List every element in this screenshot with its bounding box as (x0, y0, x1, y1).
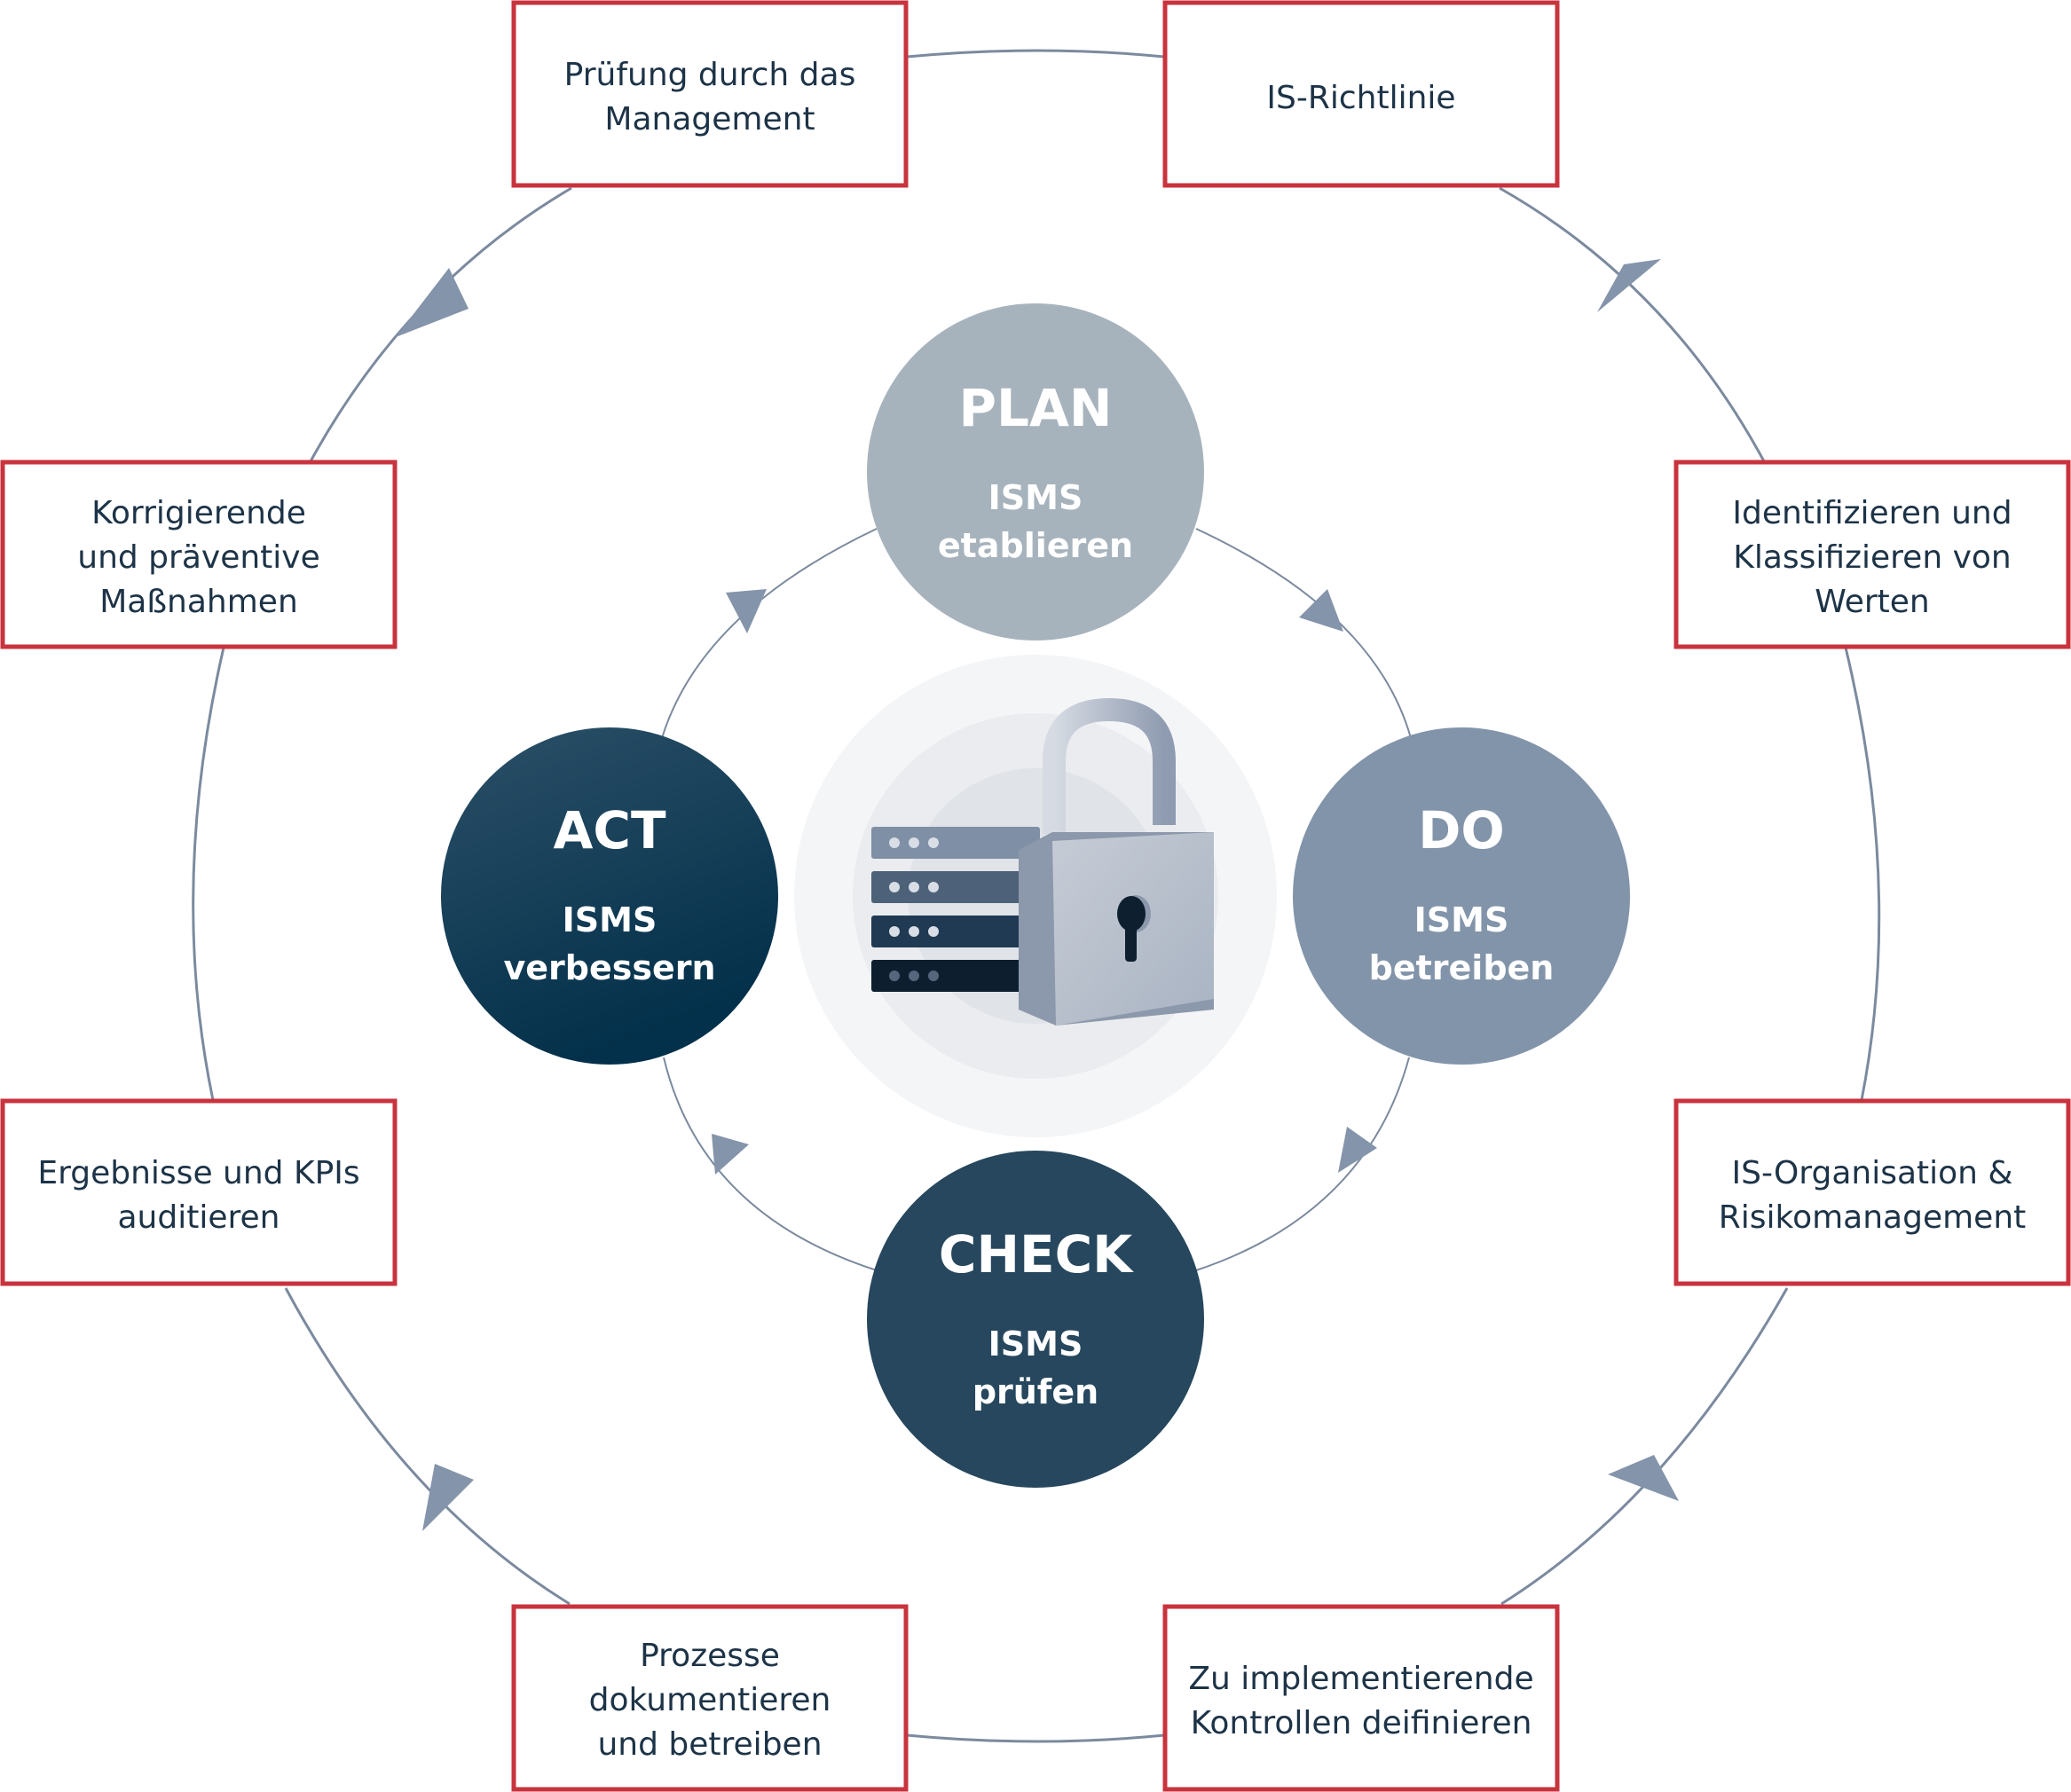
step-is-richtlinie-line1: IS-Richtlinie (1266, 80, 1455, 116)
phase-check-title: CHECK (939, 1224, 1134, 1285)
step-auditieren-line1: Ergebnisse und KPIs (37, 1155, 359, 1191)
server-lock-icon (794, 655, 1277, 1137)
phase-check: CHECK ISMS prüfen (867, 1151, 1204, 1488)
phase-plan-line1: ISMS (988, 478, 1083, 517)
inner-arc-check-act (663, 1057, 878, 1271)
inner-arc-plan-do (1195, 528, 1412, 739)
step-massnahmen-line1: Korrigierende (91, 495, 306, 531)
inner-arrow-act-plan (726, 589, 767, 633)
step-massnahmen-line3: Maßnahmen (99, 584, 298, 620)
step-pruefung: Prüfung durch das Management (511, 0, 909, 188)
phase-do-line2: betreiben (1369, 948, 1555, 987)
outer-arrow-2 (1608, 1455, 1679, 1501)
step-werte-line2: Klassifizieren von (1733, 539, 2011, 576)
phase-act: ACT ISMS verbessern (441, 727, 778, 1065)
phase-check-line1: ISMS (988, 1324, 1083, 1364)
phase-plan-line2: etablieren (938, 526, 1133, 565)
step-werte-line3: Werten (1815, 584, 1930, 620)
outer-arc-richtlinie-werte (1499, 186, 1766, 462)
padlock (1019, 697, 1214, 1026)
step-pruefung-line1: Prüfung durch das (564, 57, 856, 93)
phase-act-title: ACT (553, 800, 665, 861)
outer-arc-organisation-kontrollen (1500, 1287, 1789, 1606)
inner-arrow-do-check (1338, 1127, 1377, 1173)
step-kontrollen-line2: Kontrollen deifinieren (1191, 1705, 1532, 1741)
phase-do-title: DO (1418, 800, 1504, 861)
step-kontrollen: Zu implementierende Kontrollen deifinier… (1162, 1604, 1560, 1792)
phase-act-line2: verbessern (503, 948, 715, 987)
step-prozesse-line2: dokumentieren (589, 1682, 831, 1718)
outer-arrow-3 (422, 1464, 474, 1531)
inner-arc-do-check (1195, 1057, 1410, 1271)
step-massnahmen: Korrigierende und präventive Maßnahmen (0, 460, 398, 649)
step-organisation-line1: IS-Organisation & (1732, 1155, 2013, 1191)
step-kontrollen-line1: Zu implementierende (1188, 1661, 1533, 1697)
outer-arc-pruefung-richtlinie (906, 49, 1165, 59)
outer-arc-massnahmen-pruefung (309, 186, 572, 462)
step-werte: Identifizieren und Klassifizieren von We… (1673, 460, 2071, 649)
inner-arrows (712, 589, 1377, 1175)
outer-arc-werte-organisation (1844, 647, 1881, 1101)
phase-check-line2: prüfen (973, 1372, 1098, 1411)
inner-arrow-check-act (712, 1134, 749, 1175)
step-prozesse-line3: und betreiben (597, 1726, 822, 1763)
step-prozesse-line1: Prozesse (640, 1638, 780, 1674)
step-massnahmen-line2: und präventive (77, 539, 319, 576)
outer-arrows (396, 259, 1679, 1531)
phase-plan: PLAN ISMS etablieren (867, 303, 1204, 641)
step-prozesse: Prozesse dokumentieren und betreiben (511, 1604, 909, 1792)
phase-act-line1: ISMS (563, 900, 658, 939)
outer-arc-prozesse-auditieren (284, 1287, 571, 1606)
phase-plan-title: PLAN (959, 378, 1113, 438)
step-is-richtlinie: IS-Richtlinie (1162, 0, 1560, 188)
step-pruefung-line2: Management (604, 101, 815, 138)
phase-do: DO ISMS betreiben (1293, 727, 1630, 1065)
step-organisation-line2: Risikomanagement (1719, 1199, 2027, 1236)
inner-arrow-plan-do (1299, 589, 1343, 632)
step-auditieren: Ergebnisse und KPIs auditieren (0, 1098, 398, 1286)
outer-cycle (192, 49, 1881, 1743)
inner-arc-act-plan (661, 528, 878, 739)
outer-arc-auditieren-massnahmen (192, 647, 225, 1101)
phase-do-line1: ISMS (1414, 900, 1509, 939)
outer-arrow-1 (1597, 259, 1661, 312)
step-auditieren-line2: auditieren (118, 1199, 280, 1236)
outer-arrow-4 (396, 268, 469, 337)
step-organisation: IS-Organisation & Risikomanagement (1673, 1098, 2071, 1286)
server-rack (871, 827, 1040, 992)
outer-arc-kontrollen-prozesse (906, 1733, 1165, 1743)
step-werte-line1: Identifizieren und (1732, 495, 2012, 531)
